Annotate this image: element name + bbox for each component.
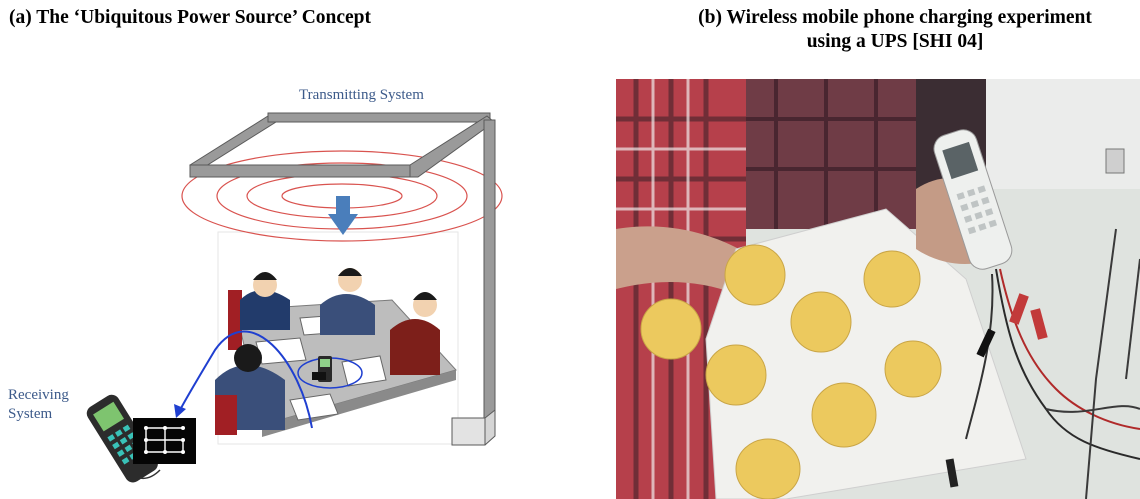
stand-frame — [1085, 228, 1140, 499]
charging-pad-board — [640, 208, 1027, 499]
meeting-people — [215, 268, 440, 435]
caption-b-line2: using a UPS [SHI 04] — [806, 31, 984, 52]
down-arrow-icon — [328, 196, 358, 235]
receiving-system-label: Receiving System — [8, 386, 69, 424]
held-phone — [933, 129, 1013, 270]
charging-experiment-photo — [616, 79, 1140, 499]
person-shirt — [616, 79, 986, 499]
caption-a: (a) The ‘Ubiquitous Power Source’ Concep… — [9, 7, 372, 28]
left-hand — [616, 226, 756, 294]
circuit-board-icon — [133, 418, 196, 464]
concept-illustration — [86, 112, 503, 483]
receiving-label-line2: System — [8, 406, 53, 422]
phone-on-table — [297, 356, 363, 389]
caption-b: (b) Wireless mobile phone charging exper… — [650, 6, 1140, 54]
power-path-arrow — [174, 330, 313, 429]
transmitter-frame — [189, 112, 496, 446]
caption-b-line1: (b) Wireless mobile phone charging exper… — [698, 7, 1092, 28]
receiving-label-line1: Receiving — [8, 387, 69, 403]
transmitting-system-label: Transmitting System — [299, 87, 424, 103]
test-wires — [965, 268, 1140, 460]
alligator-clips — [945, 293, 1048, 488]
